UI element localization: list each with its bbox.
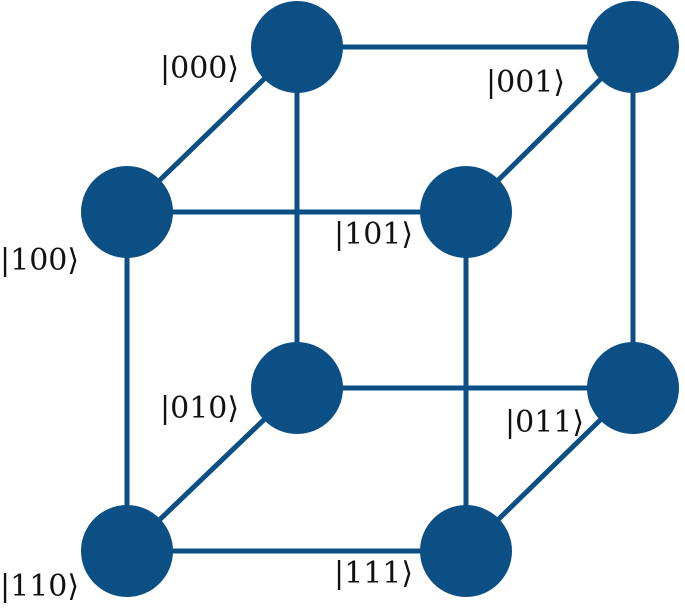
- state-label-001: |001⟩: [486, 65, 565, 100]
- node-001: [587, 1, 679, 93]
- node-010: [251, 342, 343, 434]
- state-label-011: |011⟩: [505, 405, 584, 440]
- node-110: [81, 505, 173, 597]
- state-labels: |000⟩ |001⟩ |100⟩ |101⟩ |010⟩ |011⟩ |110…: [0, 51, 584, 604]
- state-label-111: |111⟩: [334, 556, 413, 591]
- node-000: [251, 1, 343, 93]
- node-011: [587, 342, 679, 434]
- state-label-101: |101⟩: [334, 217, 413, 252]
- state-label-100: |100⟩: [0, 243, 79, 278]
- node-100: [81, 166, 173, 258]
- node-101: [420, 166, 512, 258]
- state-label-010: |010⟩: [160, 391, 239, 426]
- cube-edges: [124, 44, 636, 554]
- cube-nodes: [81, 1, 679, 597]
- state-label-000: |000⟩: [160, 51, 239, 86]
- node-111: [420, 505, 512, 597]
- state-label-110: |110⟩: [0, 569, 79, 604]
